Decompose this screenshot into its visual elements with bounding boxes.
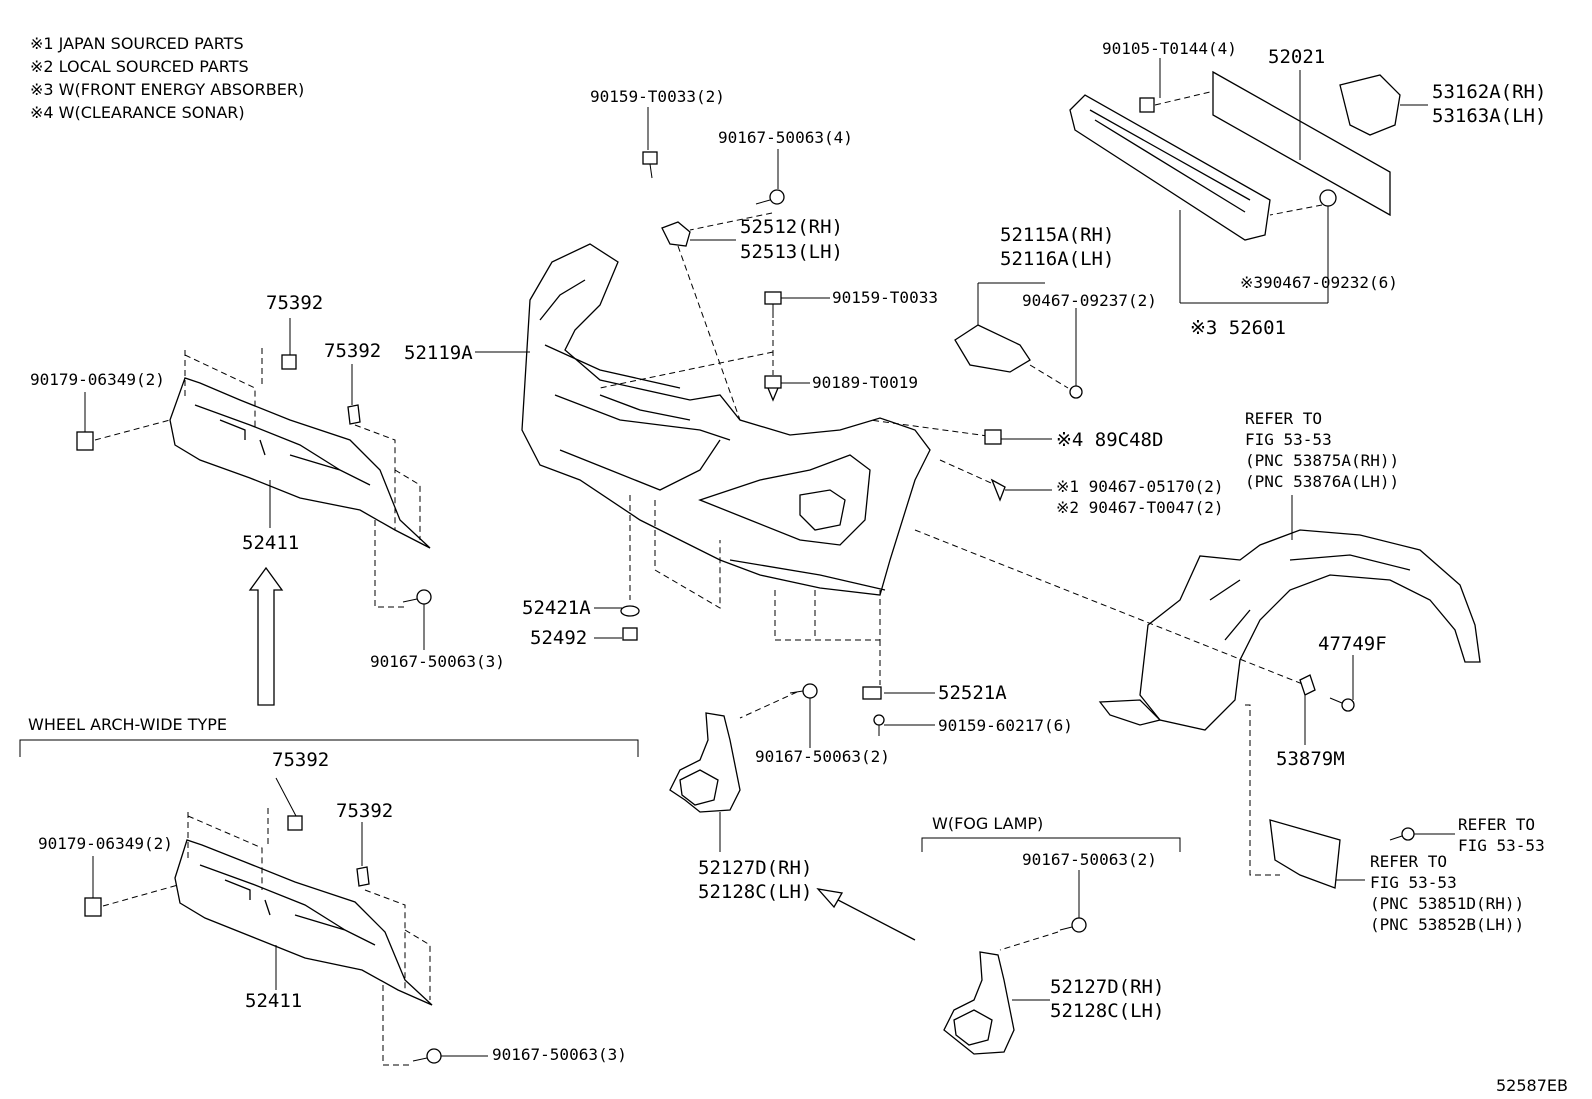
bumper-cover-illustration	[521, 243, 931, 596]
label-90179-06349-b: 90179-06349(2)	[38, 834, 173, 853]
leader-lines	[84, 58, 1455, 1057]
label-52127D-b: 52127D(RH)	[1050, 976, 1164, 998]
fastener-shapes-center	[620, 151, 885, 736]
label-47749F: 47749F	[1318, 633, 1387, 655]
label-90167-50063-2b: 90167-50063(2)	[1022, 850, 1157, 869]
part-labels: 90159-T0033(2) 90167-50063(4) 52512(RH) …	[28, 39, 1568, 1095]
label-90467-T0047: ※2 90467-T0047(2)	[1056, 498, 1224, 517]
bracket-52115a-illustration	[954, 324, 1083, 502]
label-52128C-a: 52128C(LH)	[698, 881, 812, 903]
label-refer3-b: FIG 53-53	[1370, 873, 1457, 892]
label-fog-lamp: W(FOG LAMP)	[932, 814, 1043, 833]
label-refer2-a: REFER TO	[1458, 815, 1535, 834]
label-52128C-b: 52128C(LH)	[1050, 1000, 1164, 1022]
legend-notes: ※1 JAPAN SOURCED PARTS ※2 LOCAL SOURCED …	[30, 34, 304, 122]
label-90467-05170: ※1 90467-05170(2)	[1056, 477, 1224, 496]
label-53162A: 53162A(RH)	[1432, 81, 1546, 103]
label-89C48D: ※4 89C48D	[1056, 429, 1163, 451]
label-52127D-a: 52127D(RH)	[698, 857, 812, 879]
diagram-id: 52587EB	[1496, 1076, 1568, 1095]
label-52492: 52492	[530, 627, 587, 649]
bracket-52512-shape	[661, 221, 691, 247]
label-90189-T0019: 90189-T0019	[812, 373, 918, 392]
label-refer1-b: FIG 53-53	[1245, 430, 1332, 449]
label-53879M: 53879M	[1276, 748, 1345, 770]
lower-grille-top-illustration	[76, 348, 432, 608]
label-52119A: 52119A	[404, 342, 473, 364]
label-52521A: 52521A	[938, 682, 1007, 704]
label-refer1-a: REFER TO	[1245, 409, 1322, 428]
label-90467-09237: 90467-09237(2)	[1022, 291, 1157, 310]
lower-grille-bottom-illustration	[84, 808, 442, 1066]
fender-liner-illustration	[1098, 529, 1481, 876]
label-52421A: 52421A	[522, 597, 591, 619]
dashed-connectors-center	[599, 212, 1306, 719]
label-90167-50063-3b: 90167-50063(3)	[492, 1045, 627, 1064]
label-refer1-d: (PNC 53876A(LH))	[1245, 472, 1399, 491]
label-75392-c: 75392	[272, 749, 329, 771]
label-52513: 52513(LH)	[740, 241, 843, 263]
mudguard-center-illustration	[669, 712, 741, 813]
label-52021: 52021	[1268, 46, 1325, 68]
note-1: ※1 JAPAN SOURCED PARTS	[30, 34, 244, 53]
label-90167-50063-3a: 90167-50063(3)	[370, 652, 505, 671]
label-refer3-a: REFER TO	[1370, 852, 1447, 871]
label-90105-T0144: 90105-T0144(4)	[1102, 39, 1237, 58]
label-wheel-arch-wide-type: WHEEL ARCH-WIDE TYPE	[28, 715, 227, 734]
label-52115A: 52115A(RH)	[1000, 224, 1114, 246]
note-4: ※4 W(CLEARANCE SONAR)	[30, 103, 245, 122]
label-52512: 52512(RH)	[740, 216, 843, 238]
note-2: ※2 LOCAL SOURCED PARTS	[30, 57, 249, 76]
label-refer1-c: (PNC 53875A(RH))	[1245, 451, 1399, 470]
label-90467-09232: ※390467-09232(6)	[1240, 273, 1398, 292]
label-52116A: 52116A(LH)	[1000, 248, 1114, 270]
label-75392-d: 75392	[336, 800, 393, 822]
note-3: ※3 W(FRONT ENERGY ABSORBER)	[30, 80, 304, 99]
label-53163A: 53163A(LH)	[1432, 105, 1546, 127]
label-refer2-b: FIG 53-53	[1458, 836, 1545, 855]
wheel-arch-bracket-line	[19, 739, 639, 757]
label-52411-a: 52411	[242, 532, 299, 554]
fog-lamp-bracket-line	[921, 837, 1181, 852]
label-52411-b: 52411	[245, 990, 302, 1012]
label-90159-T0033: 90159-T0033	[832, 288, 938, 307]
label-refer3-d: (PNC 53852B(LH))	[1370, 915, 1524, 934]
diagonal-arrow	[816, 888, 916, 941]
label-52601: ※3 52601	[1190, 317, 1286, 339]
reinforcement-illustration	[1069, 70, 1391, 304]
bracket-53162a-shape	[1339, 74, 1401, 136]
label-90159-60217: 90159-60217(6)	[938, 716, 1073, 735]
label-90167-50063-4: 90167-50063(4)	[718, 128, 853, 147]
label-75392-a: 75392	[266, 292, 323, 314]
label-90159-T0033-2: 90159-T0033(2)	[590, 87, 725, 106]
label-75392-b: 75392	[324, 340, 381, 362]
label-refer3-c: (PNC 53851D(RH))	[1370, 894, 1524, 913]
label-90167-50063-2a: 90167-50063(2)	[755, 747, 890, 766]
label-90179-06349-a: 90179-06349(2)	[30, 370, 165, 389]
up-arrow	[248, 566, 284, 706]
mudguard-fog-illustration	[943, 917, 1087, 1055]
